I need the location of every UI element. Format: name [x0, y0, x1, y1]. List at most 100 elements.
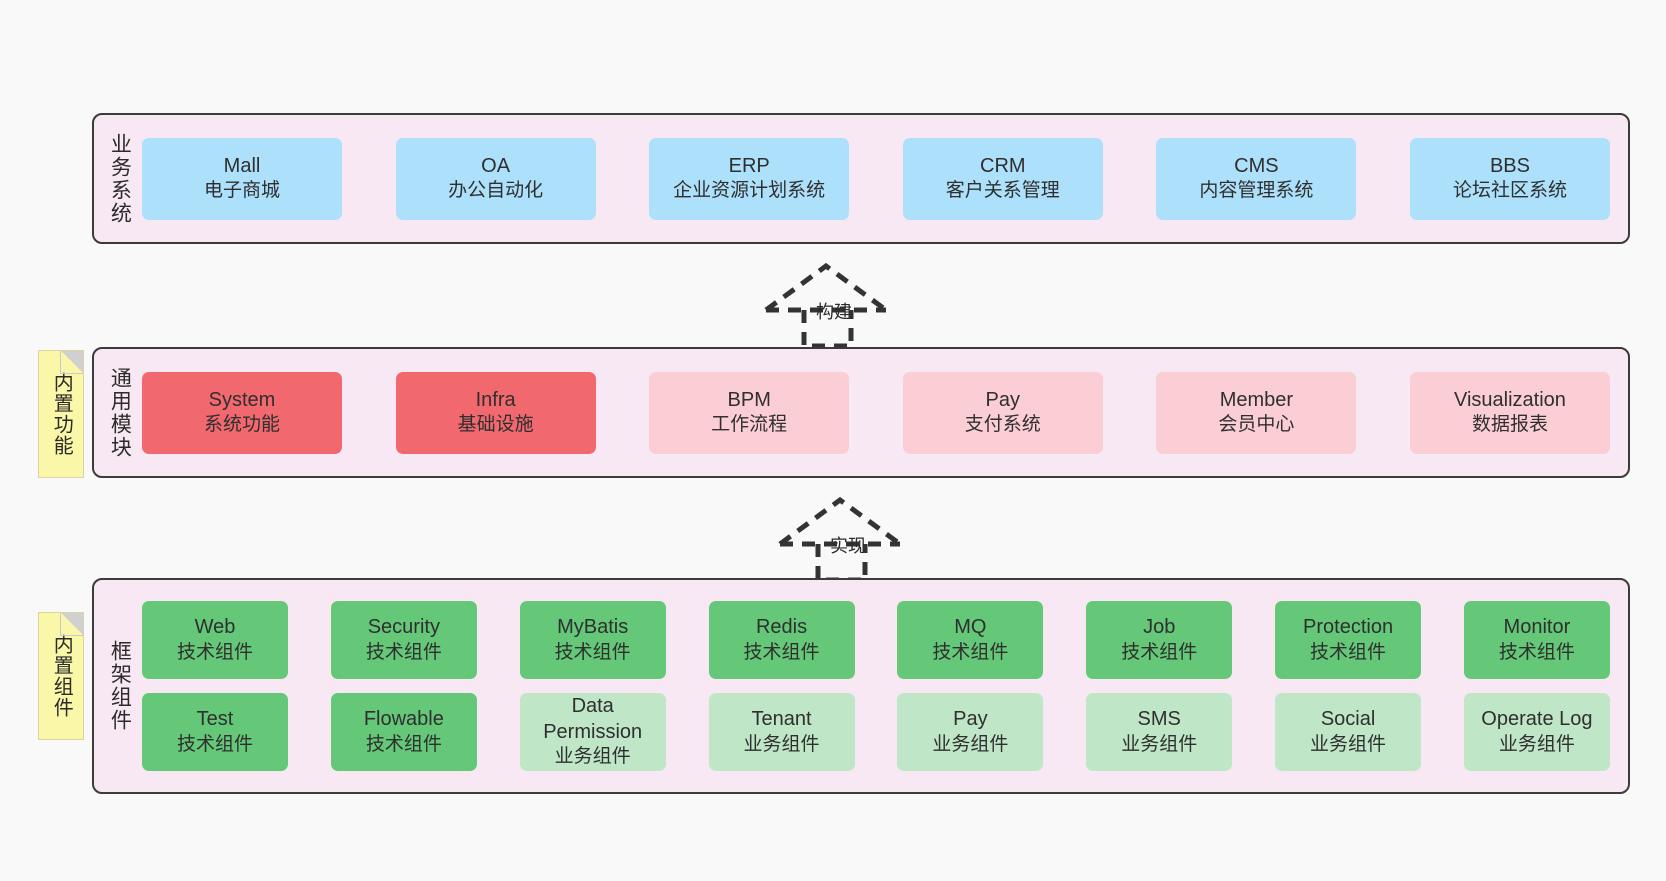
card-subtitle: 企业资源计划系统: [673, 180, 826, 202]
card-subtitle: 业务组件: [932, 733, 1009, 755]
card-subtitle: 技术组件: [365, 641, 442, 663]
card-title: Data Permission: [543, 695, 643, 743]
connector-implement: 实现: [770, 492, 920, 583]
card-title: SMS: [1137, 708, 1181, 731]
card-title: Flowable: [363, 708, 444, 731]
common-module-card-visualization[interactable]: Visualization 数据报表: [1409, 371, 1610, 454]
card-subtitle: 业务组件: [1498, 733, 1575, 755]
card-subtitle: 内容管理系统: [1199, 180, 1314, 202]
note-builtin-features: 内置功能: [38, 350, 84, 478]
card-subtitle: 支付系统: [964, 414, 1041, 436]
card-title: Security: [367, 616, 440, 639]
connector-implement-label: 实现: [830, 536, 866, 556]
card-subtitle: 业务组件: [1310, 733, 1387, 755]
card-title: BPM: [727, 388, 771, 411]
card-title: ERP: [728, 154, 770, 177]
card-subtitle: 技术组件: [176, 733, 253, 755]
band-label-common-modules: 通用模块: [108, 366, 132, 459]
card-title: Web: [194, 616, 236, 639]
card-title: Mall: [223, 154, 261, 177]
card-subtitle: 业务组件: [554, 746, 631, 768]
note-builtin-components-label: 内置组件: [50, 634, 73, 718]
card-subtitle: 办公自动化: [448, 180, 544, 202]
card-subtitle: 技术组件: [743, 641, 820, 663]
card-subtitle: 工作流程: [711, 414, 788, 436]
card-subtitle: 技术组件: [1310, 641, 1387, 663]
card-subtitle: 技术组件: [1121, 641, 1198, 663]
card-subtitle: 论坛社区系统: [1452, 180, 1567, 202]
connector-build: 构建: [756, 258, 906, 349]
card-subtitle: 基础设施: [457, 414, 534, 436]
card-title: Social: [1320, 708, 1376, 731]
card-title: Job: [1143, 616, 1176, 639]
card-title: Tenant: [751, 708, 812, 731]
business-system-card-cms[interactable]: CMS 内容管理系统: [1156, 137, 1357, 220]
business-system-card-bbs[interactable]: BBS 论坛社区系统: [1409, 137, 1610, 220]
common-module-card-pay[interactable]: Pay 支付系统: [902, 371, 1103, 454]
card-subtitle: 电子商城: [203, 180, 280, 202]
card-subtitle: 技术组件: [365, 733, 442, 755]
card-subtitle: 业务组件: [1121, 733, 1198, 755]
card-subtitle: 业务组件: [743, 733, 820, 755]
card-title: Pay: [985, 388, 1021, 411]
card-title: Visualization: [1454, 388, 1566, 411]
card-title: CMS: [1234, 154, 1279, 177]
card-subtitle: 技术组件: [932, 641, 1009, 663]
framework-biz-card-data-permission[interactable]: Data Permission 业务组件: [519, 693, 666, 771]
common-module-card-system[interactable]: System 系统功能: [142, 371, 342, 454]
card-title: BBS: [1489, 154, 1530, 177]
card-title: CRM: [980, 154, 1026, 177]
card-title: MyBatis: [557, 616, 629, 639]
connector-build-arrow: [764, 262, 888, 349]
band-label-framework-components: 框架组件: [108, 640, 132, 732]
card-title: Infra: [475, 388, 516, 411]
card-subtitle: 技术组件: [554, 641, 631, 663]
note-builtin-features-label: 内置功能: [50, 372, 73, 456]
business-system-card-erp[interactable]: ERP 企业资源计划系统: [649, 137, 850, 220]
common-module-card-bpm[interactable]: BPM 工作流程: [649, 371, 850, 454]
card-subtitle: 数据报表: [1471, 414, 1548, 436]
business-system-card-mall[interactable]: Mall 电子商城: [142, 137, 342, 220]
card-title: System: [208, 388, 276, 411]
card-title: Test: [196, 708, 234, 731]
note-builtin-components: 内置组件: [38, 612, 84, 740]
layer-common-modules: 通用模块 System 系统功能 Infra 基础设施 BPM 工作流程 Pay 支付系统 Me…: [92, 347, 1630, 478]
card-subtitle: 技术组件: [176, 641, 253, 663]
card-title: Protection: [1303, 616, 1394, 639]
card-subtitle: 技术组件: [1498, 641, 1575, 663]
business-system-card-crm[interactable]: CRM 客户关系管理: [902, 137, 1103, 220]
card-title: Operate Log: [1481, 708, 1593, 731]
connector-implement-arrow: [778, 496, 902, 583]
card-title: Redis: [755, 616, 808, 639]
card-subtitle: 系统功能: [203, 414, 280, 436]
common-module-card-infra[interactable]: Infra 基础设施: [395, 371, 596, 454]
card-title: Pay: [953, 708, 988, 731]
card-subtitle: 客户关系管理: [945, 180, 1060, 202]
